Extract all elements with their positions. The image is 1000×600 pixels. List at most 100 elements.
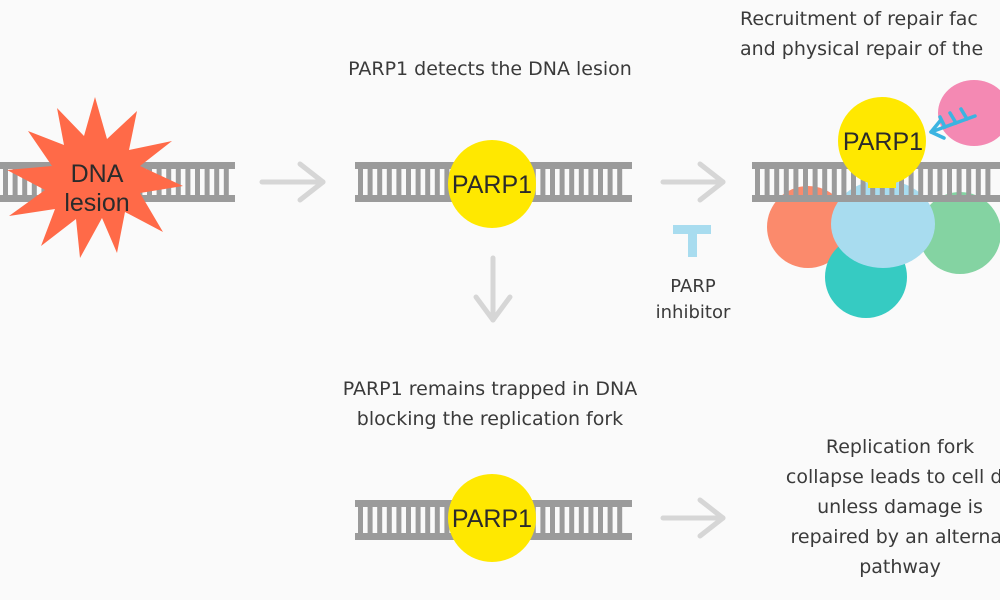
dna-rung [947, 169, 952, 195]
caption-repair-line2: and physical repair of the [740, 38, 984, 60]
inhibitor-label-line1: PARP [670, 276, 716, 297]
dna-rung [195, 169, 200, 195]
dna-rung [204, 169, 210, 195]
dna-rung [578, 169, 584, 195]
caption-outcome: Replication fork collapse leads to cell … [755, 432, 1000, 582]
dna-rung [783, 169, 789, 195]
dna-rung [908, 169, 914, 195]
dna-rung [578, 507, 584, 533]
dna-rung [444, 507, 450, 533]
dna-lesion-starburst [7, 97, 183, 258]
dna-rung [617, 507, 623, 533]
dna-rung [851, 169, 856, 195]
arrow-to-detection [259, 161, 326, 203]
dna-rung [3, 169, 8, 195]
parp1-label-repair: PARP1 [843, 128, 923, 156]
parp-inhibitor-symbol [673, 225, 711, 257]
dna-rung [822, 169, 828, 195]
dna-rung [774, 169, 780, 195]
dna-rung [588, 169, 594, 195]
parp1-label-detection: PARP1 [452, 171, 532, 199]
parp1-protein-detection [448, 140, 536, 228]
dna-rung [918, 169, 924, 195]
dna-rung [540, 507, 546, 533]
dna-rung [841, 169, 847, 195]
dna-rung [396, 507, 402, 533]
caption-outcome-line1: Replication fork [825, 436, 975, 458]
dna-rung [434, 507, 440, 533]
caption-repair-line1: Recruitment of repair fac [740, 8, 978, 30]
dna-rung [755, 169, 760, 195]
dna-rung [569, 169, 575, 195]
caption-trapped-line2: blocking the replication fork [356, 408, 624, 430]
caption-detection: PARP1 detects the DNA lesion [348, 58, 632, 80]
dna-rung [415, 169, 421, 195]
dna-rung [803, 169, 808, 195]
arrow-to-outcome [660, 497, 726, 539]
dna-rung [588, 507, 594, 533]
dna-rung [985, 169, 991, 195]
dna-rung [415, 507, 421, 533]
parp1-label-trapped: PARP1 [452, 505, 532, 533]
dna-rung [607, 507, 613, 533]
dna-rung [223, 169, 229, 195]
caption-outcome-text: Replication fork collapse leads to cell … [755, 432, 1000, 582]
dna-rung [550, 169, 555, 195]
dna-rung [406, 507, 411, 533]
dna-rung [22, 169, 28, 195]
dna-rung [598, 169, 603, 195]
dna-rung [956, 169, 962, 195]
dna-rung [559, 507, 565, 533]
inhibitor-label-line2: inhibitor [656, 302, 731, 323]
dna-rung [550, 507, 555, 533]
dna-rung [377, 169, 383, 195]
caption-trapped: PARP1 remains trapped in DNA blocking th… [290, 374, 690, 434]
dna-rung [617, 169, 623, 195]
dna-rung [793, 169, 799, 195]
dna-rung [937, 169, 943, 195]
dna-rung [214, 169, 220, 195]
dna-rung [607, 169, 613, 195]
dna-rung [899, 169, 904, 195]
dna-rung [966, 169, 972, 195]
dna-rung [569, 507, 575, 533]
dna-rung [175, 169, 181, 195]
caption-outcome-line5: pathway [859, 556, 941, 578]
dna-rung [185, 169, 191, 195]
dna-rung [377, 507, 383, 533]
dna-rung [540, 169, 546, 195]
caption-trapped-line1: PARP1 remains trapped in DNA [342, 378, 638, 400]
dna-rung [927, 169, 933, 195]
parp1-stem-repair [868, 160, 896, 188]
lesion-label-line1: DNA [71, 160, 124, 188]
dna-rung [396, 169, 402, 195]
dna-rung [358, 169, 363, 195]
adp-ribose-chain [929, 107, 977, 140]
dna-rung [434, 169, 440, 195]
dna-rung [812, 169, 818, 195]
caption-repair: Recruitment of repair fac and physical r… [740, 4, 1000, 64]
caption-outcome-line4: repaired by an alternat [790, 526, 1000, 548]
dna-rung [831, 169, 837, 195]
arrow-to-repair [660, 161, 726, 203]
repair-factor-pink [938, 80, 1000, 146]
dna-rung [12, 169, 18, 195]
arrow-to-trapped [473, 255, 513, 323]
lesion-label-line2: lesion [64, 189, 129, 217]
parp1-protein-trapped [448, 474, 536, 562]
dna-rung [386, 507, 392, 533]
dna-rung [860, 169, 866, 195]
dna-rung [598, 507, 603, 533]
repair-factor-green [919, 192, 1000, 274]
dna-rung [425, 507, 431, 533]
dna-rung [764, 169, 770, 195]
dna-rung [425, 169, 431, 195]
parp1-protein-repair [838, 97, 926, 185]
dna-rung [358, 507, 363, 533]
dna-rung [975, 169, 981, 195]
dna-rung [444, 169, 450, 195]
caption-outcome-line2: collapse leads to cell de [785, 466, 1000, 488]
caption-outcome-line3: unless damage is [817, 496, 983, 518]
dna-rung [367, 169, 373, 195]
